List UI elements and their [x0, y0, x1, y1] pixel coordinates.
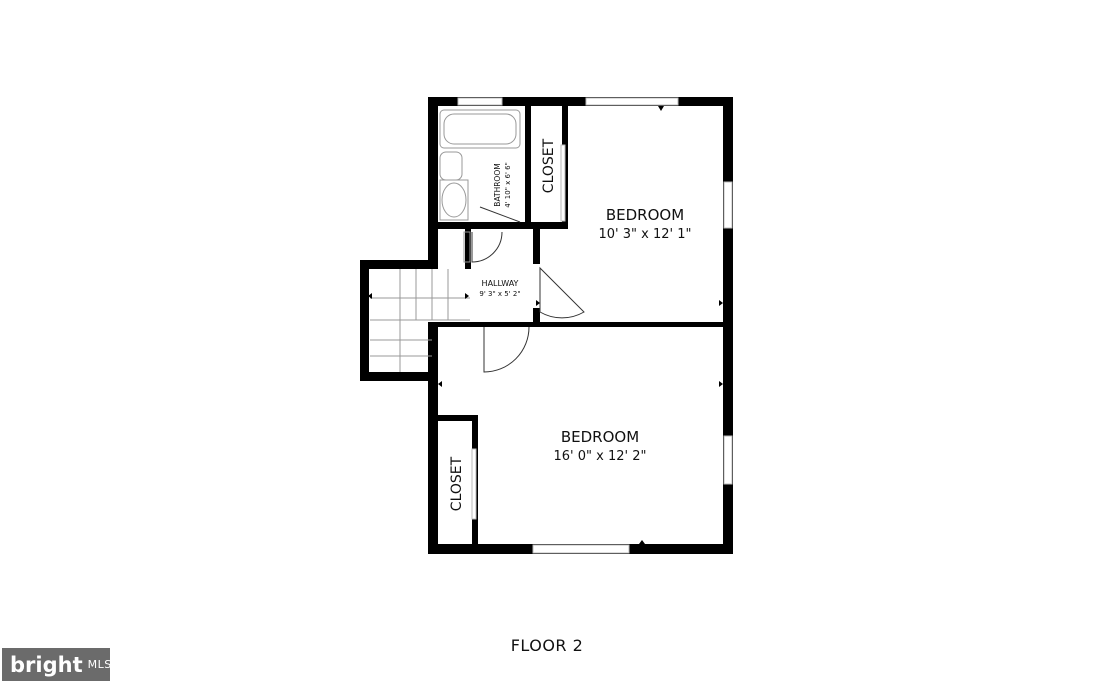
- bathroom-dims: 4' 10" x 6' 6": [504, 162, 512, 208]
- closet-bottom-label: CLOSET: [449, 456, 465, 511]
- closet-top-label: CLOSET: [541, 138, 557, 193]
- hallway-dims: 9' 3" x 5' 2": [479, 290, 520, 298]
- hallway-name: HALLWAY: [482, 279, 519, 288]
- windows: [457, 97, 733, 554]
- toilet: [439, 151, 469, 221]
- staircase: [370, 269, 470, 372]
- bedroom-top-dims: 10' 3" x 12' 1": [599, 227, 692, 242]
- bathtub: [439, 109, 521, 149]
- floor-label: FLOOR 2: [510, 636, 584, 655]
- wall-markers: [368, 106, 723, 544]
- logo-brand: bright: [10, 652, 83, 677]
- bathroom-name: BATHROOM: [493, 163, 502, 206]
- bedroom-bottom-dims: 16' 0" x 12' 2": [554, 449, 647, 464]
- bright-mls-logo: bright MLS: [2, 648, 112, 681]
- doors: [471, 144, 585, 520]
- bedroom-bottom-name: BEDROOM: [561, 428, 639, 446]
- bedroom-top-name: BEDROOM: [606, 206, 684, 224]
- logo-suffix: MLS: [87, 658, 112, 671]
